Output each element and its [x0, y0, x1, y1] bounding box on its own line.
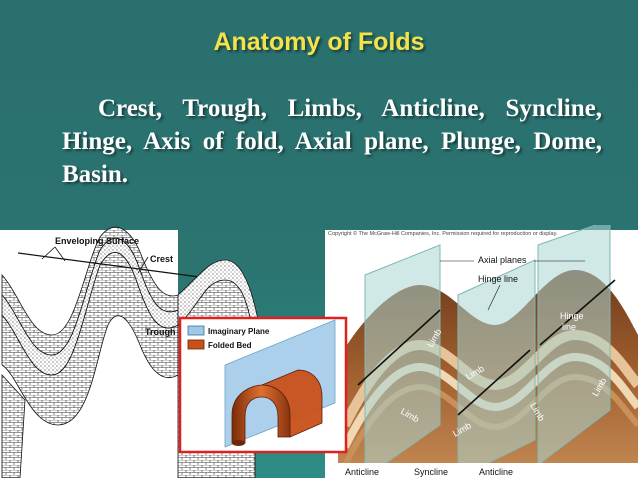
- folded-bed-shape: [231, 384, 291, 444]
- inset-fold-diagram: Imaginary Plane Folded Bed: [178, 316, 348, 454]
- slide-body-text: Crest, Trough, Limbs, Anticline, Synclin…: [62, 95, 602, 188]
- right-fold-block-diagram: Copyright © The McGraw-Hill Companies, I…: [325, 225, 638, 478]
- axial-planes-label: Axial planes: [478, 255, 527, 265]
- hinge-line-label: Hinge line: [478, 274, 518, 284]
- trough-label: Trough: [145, 327, 176, 337]
- anticline-label-1: Anticline: [345, 467, 379, 477]
- slide-title: Anatomy of Folds: [213, 28, 425, 56]
- enveloping-surface-label: Enveloping Surface: [55, 236, 139, 246]
- folded-bed-label: Folded Bed: [208, 341, 252, 350]
- anticline-label-2: Anticline: [479, 467, 513, 477]
- fold-figures: Enveloping Surface Crest Trough Copyrigh…: [0, 225, 638, 478]
- crest-label: Crest: [150, 254, 173, 264]
- syncline-label: Syncline: [414, 467, 448, 477]
- copyright-text: Copyright © The McGraw-Hill Companies, I…: [328, 230, 558, 237]
- hinge-line-right-label-1: Hinge: [560, 311, 584, 321]
- imaginary-plane-label: Imaginary Plane: [208, 327, 270, 336]
- imaginary-plane-swatch: [187, 325, 205, 336]
- hinge-line-right-label-2: line: [562, 322, 576, 332]
- folded-bed-swatch: [187, 339, 205, 350]
